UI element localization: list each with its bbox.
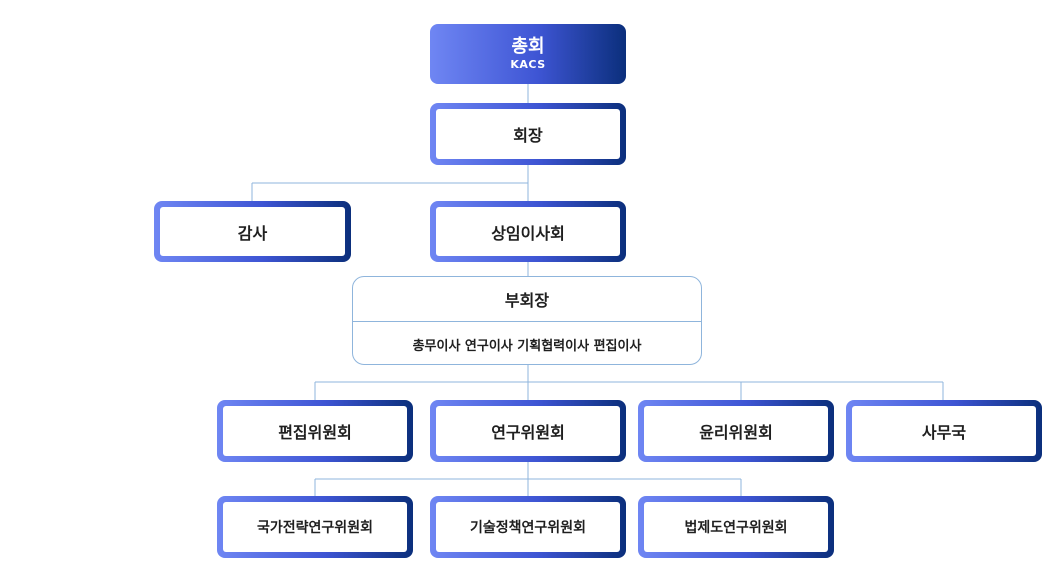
committee-research-node: 연구위원회	[430, 400, 626, 462]
standing-board-node: 상임이사회	[430, 201, 626, 262]
committee-label: 윤리위원회	[644, 406, 828, 456]
secretariat-node: 사무국	[846, 400, 1042, 462]
general-assembly-node: 총회 KACS	[430, 24, 626, 84]
auditor-node: 감사	[154, 201, 351, 262]
vice-president-box: 부회장 총무이사 연구이사 기획협력이사 편집이사	[352, 276, 702, 365]
subcommittee-national-strategy-node: 국가전략연구위원회	[217, 496, 413, 558]
vice-president-directors: 총무이사 연구이사 기획협력이사 편집이사	[412, 338, 642, 354]
president-node: 회장	[430, 103, 626, 165]
standing-board-label: 상임이사회	[436, 207, 620, 256]
subcommittee-label: 기술정책연구위원회	[436, 502, 620, 552]
committee-ethics-node: 윤리위원회	[638, 400, 834, 462]
subcommittee-label: 법제도연구위원회	[644, 502, 828, 552]
committee-label: 사무국	[852, 406, 1036, 456]
subcommittee-label: 국가전략연구위원회	[223, 502, 407, 552]
subcommittee-tech-policy-node: 기술정책연구위원회	[430, 496, 626, 558]
vice-president-title: 부회장	[353, 277, 701, 322]
general-assembly-subtitle: KACS	[510, 58, 546, 71]
committee-editorial-node: 편집위원회	[217, 400, 413, 462]
committee-label: 편집위원회	[223, 406, 407, 456]
committee-label: 연구위원회	[436, 406, 620, 456]
president-label: 회장	[436, 109, 620, 159]
subcommittee-legal-node: 법제도연구위원회	[638, 496, 834, 558]
auditor-label: 감사	[160, 207, 345, 256]
general-assembly-title: 총회	[511, 36, 545, 57]
